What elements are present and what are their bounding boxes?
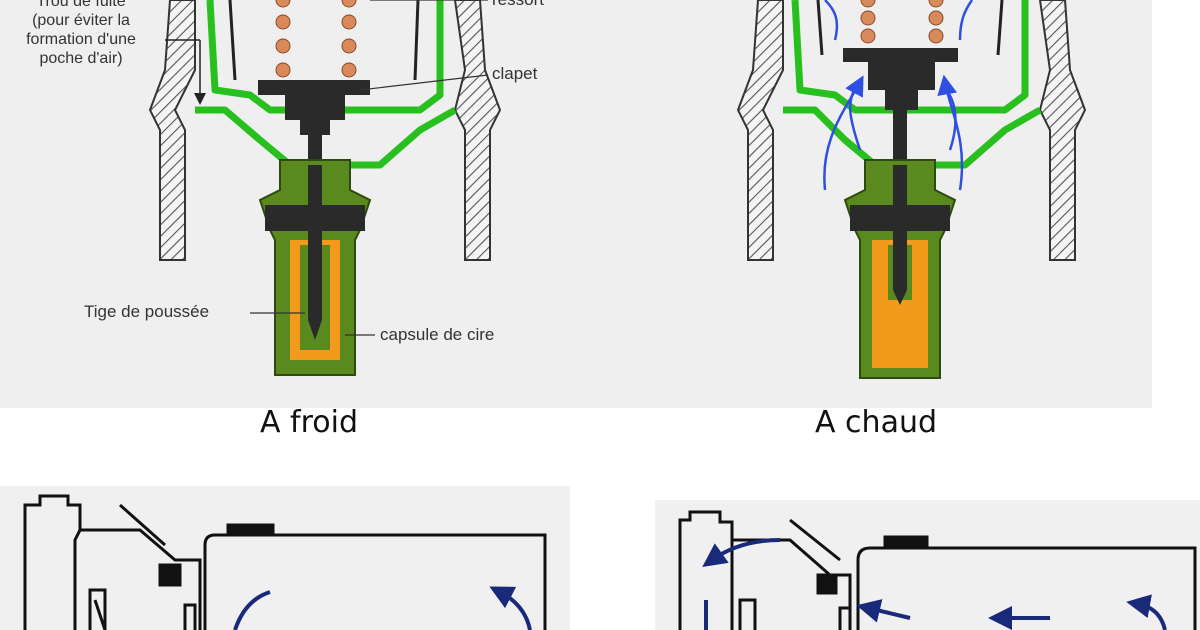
- housing-wall-left-hot: [736, 0, 784, 261]
- housing-wall-right: [453, 0, 502, 261]
- flow-arrows: [823, 0, 974, 191]
- label-push-rod: Tige de poussée: [84, 302, 210, 321]
- valve-hot: [843, 48, 958, 110]
- engine-cold: [23, 494, 547, 630]
- label-spring: ressort: [492, 0, 544, 10]
- flow-arrow-icon: [1126, 594, 1167, 630]
- flow-arrow-icon: [702, 538, 781, 567]
- valve: [258, 80, 370, 135]
- spring-coils: [275, 0, 357, 78]
- label-leak-hole-line4: poche d'air): [39, 50, 123, 67]
- caption-cold: A froid: [260, 405, 359, 440]
- spring-coils-hot: [860, 0, 944, 44]
- label-leak-hole-line3: formation d'une: [26, 31, 136, 48]
- flow-arrow-icon: [233, 590, 271, 630]
- thermostat-hot: [736, 0, 1087, 379]
- label-leak-hole-line1: Trou de fuite: [36, 0, 126, 10]
- push-rod-hot: [893, 165, 907, 305]
- engine-panel-left: [0, 486, 570, 630]
- engine-hot: [678, 510, 1197, 630]
- caption-hot: A chaud: [815, 405, 938, 440]
- thermostat-cold: [148, 0, 502, 376]
- label-wax-capsule: capsule de cire: [380, 325, 495, 344]
- label-leak-hole: Trou de fuite (pour éviter la formation …: [2, 0, 160, 68]
- push-rod: [308, 165, 322, 340]
- flow-arrow-icon: [856, 599, 911, 623]
- flow-arrow-icon: [489, 586, 532, 630]
- housing-wall-right-hot: [1038, 0, 1087, 261]
- label-valve: clapet: [492, 64, 538, 83]
- label-leak-hole-line2: (pour éviter la: [32, 12, 130, 29]
- engine-flow-arrows: [702, 538, 1167, 630]
- engine-panel-right: [655, 500, 1200, 630]
- housing-wall-left: [148, 0, 196, 261]
